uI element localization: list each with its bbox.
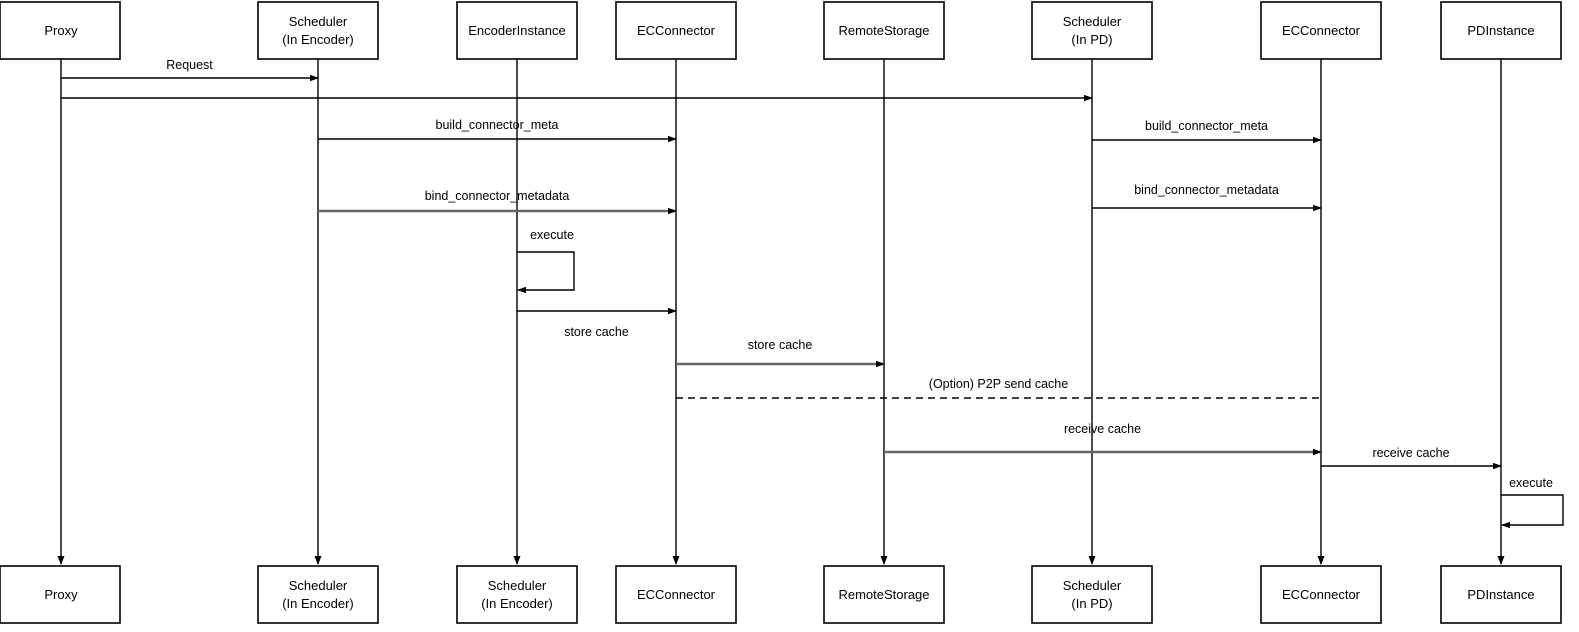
participant-label: (In Encoder): [481, 596, 553, 611]
participant-box-rect: [823, 565, 945, 624]
participant-label: ECConnector: [637, 23, 716, 38]
participant-box-rect: [615, 1, 737, 60]
message-label-store-cache-encoder: store cache: [564, 325, 629, 339]
message-label-build-connector-meta-right: build_connector_meta: [1145, 119, 1268, 133]
participant-box-top-ec-connector-right[interactable]: ECConnector: [1260, 1, 1382, 60]
participant-box-rect: [1440, 565, 1562, 624]
participant-label: ECConnector: [637, 587, 716, 602]
message-label-bind-connector-metadata-right: bind_connector_metadata: [1134, 183, 1279, 197]
message-label-bind-connector-metadata-left: bind_connector_metadata: [425, 189, 570, 203]
participant-box-top-ec-connector-left[interactable]: ECConnector: [615, 1, 737, 60]
participant-label: (In Encoder): [282, 32, 354, 47]
participant-box-rect: [257, 1, 379, 60]
participant-label: EncoderInstance: [468, 23, 566, 38]
participant-box-bottom-ec-connector-right[interactable]: ECConnector: [1260, 565, 1382, 624]
message-label-p2p-send-cache: (Option) P2P send cache: [929, 377, 1068, 391]
participant-label: ECConnector: [1282, 587, 1361, 602]
participant-box-rect: [1031, 565, 1153, 624]
message-label-receive-cache-remote: receive cache: [1064, 422, 1141, 436]
participant-box-bottom-proxy[interactable]: Proxy: [0, 565, 121, 624]
participant-label: (In PD): [1071, 32, 1112, 47]
self-call-label-execute-encoder: execute: [530, 228, 574, 242]
participant-box-rect: [0, 1, 121, 60]
message-label-build-connector-meta-left: build_connector_meta: [436, 118, 559, 132]
participant-label: RemoteStorage: [838, 23, 929, 38]
self-call-execute-encoder: [517, 251, 575, 294]
participant-label: Scheduler: [1063, 14, 1122, 29]
participant-box-top-pd-instance[interactable]: PDInstance: [1440, 1, 1562, 60]
message-label-store-cache-remote: store cache: [748, 338, 813, 352]
participant-box-rect: [1031, 1, 1153, 60]
participant-label: ECConnector: [1282, 23, 1361, 38]
participant-box-top-remote-storage[interactable]: RemoteStorage: [823, 1, 945, 60]
participant-box-bottom-pd-instance[interactable]: PDInstance: [1440, 565, 1562, 624]
participant-box-rect: [456, 565, 578, 624]
self-call-execute-pd: [1501, 494, 1564, 529]
participant-box-bottom-remote-storage[interactable]: RemoteStorage: [823, 565, 945, 624]
participant-box-rect: [1260, 565, 1382, 624]
participant-box-rect: [257, 565, 379, 624]
participant-label: Proxy: [44, 23, 78, 38]
participant-box-bottom-scheduler-encoder[interactable]: Scheduler (In Encoder): [257, 565, 379, 624]
message-label-request: Request: [166, 58, 213, 72]
participant-box-bottom-ec-connector-left[interactable]: ECConnector: [615, 565, 737, 624]
participant-box-rect: [0, 565, 121, 624]
participant-label: RemoteStorage: [838, 587, 929, 602]
participant-label: PDInstance: [1467, 23, 1534, 38]
participant-label: Proxy: [44, 587, 78, 602]
participant-box-rect: [1440, 1, 1562, 60]
self-call-label-execute-pd: execute: [1509, 476, 1553, 490]
participant-label: (In PD): [1071, 596, 1112, 611]
participant-box-rect: [615, 565, 737, 624]
participant-label: Scheduler: [1063, 578, 1122, 593]
participant-box-rect: [456, 1, 578, 60]
lifelines-layer: [57, 59, 1505, 565]
message-label-receive-cache-pd: receive cache: [1372, 446, 1449, 460]
participant-label: Scheduler: [289, 578, 348, 593]
messages-layer: [61, 74, 1502, 470]
participant-label: (In Encoder): [282, 596, 354, 611]
participant-box-rect: [1260, 1, 1382, 60]
participant-label: PDInstance: [1467, 587, 1534, 602]
participant-label: Scheduler: [488, 578, 547, 593]
participant-box-top-encoder-instance[interactable]: EncoderInstance: [456, 1, 578, 60]
message-labels-layer: Request build_connector_meta build_connect…: [166, 58, 1553, 490]
participant-box-top-proxy[interactable]: Proxy: [0, 1, 121, 60]
self-calls-layer: [517, 251, 1564, 529]
participant-box-rect: [823, 1, 945, 60]
participant-label: Scheduler: [289, 14, 348, 29]
participant-box-top-scheduler-pd[interactable]: Scheduler (In PD): [1031, 1, 1153, 60]
participant-box-bottom-scheduler-pd[interactable]: Scheduler (In PD): [1031, 565, 1153, 624]
participant-box-top-scheduler-encoder[interactable]: Scheduler (In Encoder): [257, 1, 379, 60]
participant-box-bottom-encoder-instance[interactable]: Scheduler (In Encoder): [456, 565, 578, 624]
